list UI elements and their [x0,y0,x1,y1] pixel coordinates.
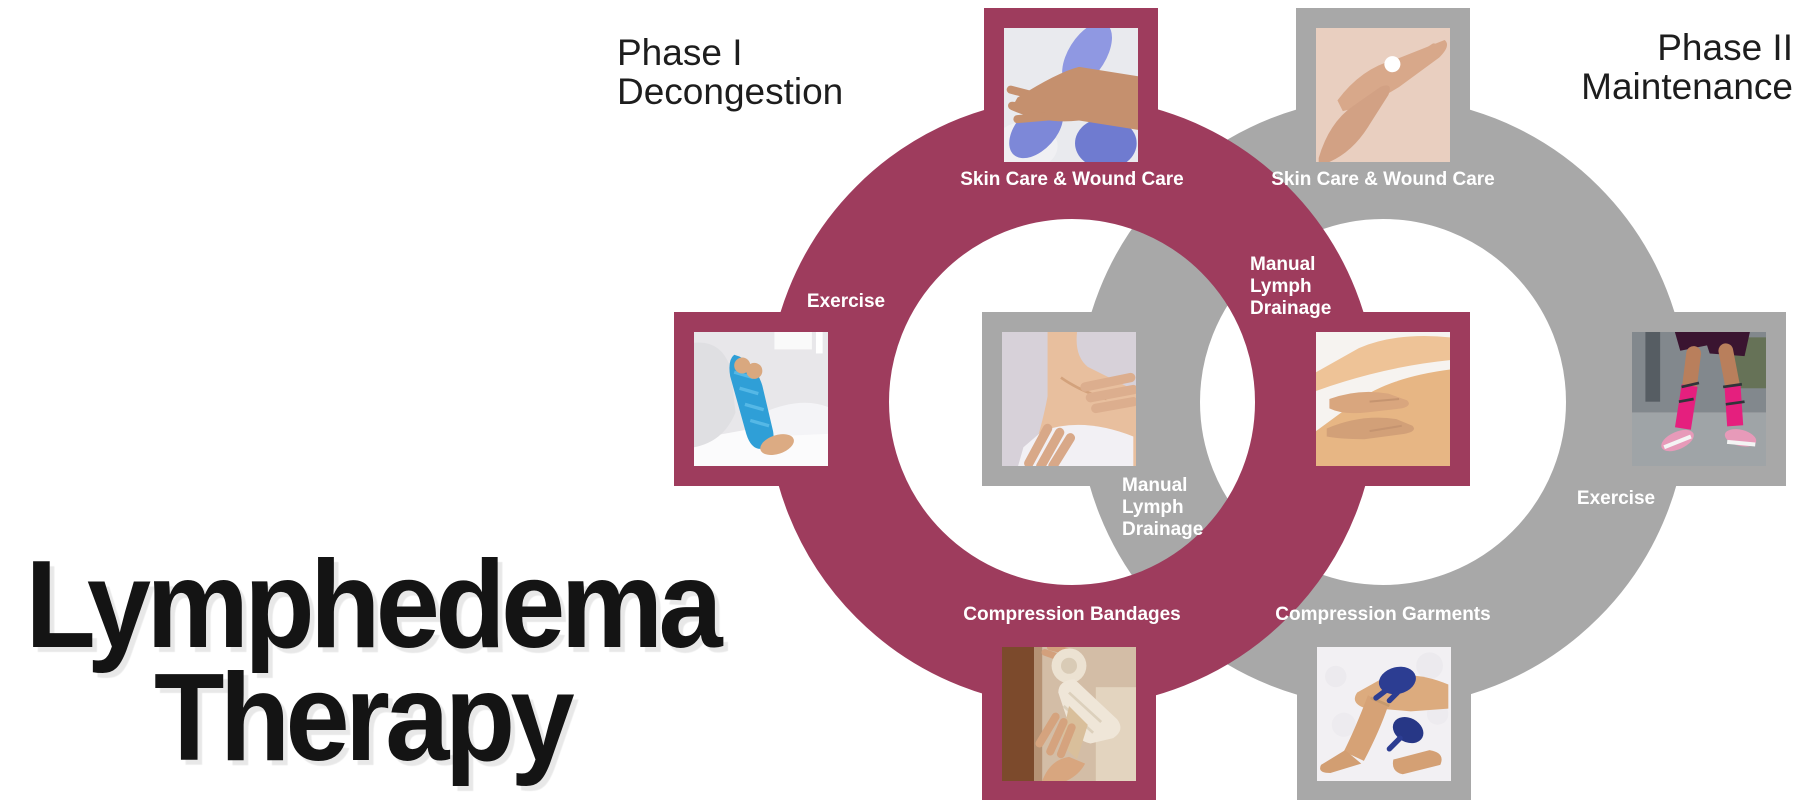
phase1-skin-care-item [984,8,1158,182]
phase1-mld-label: Manual Lymph Drainage [1250,254,1332,319]
phase1-subtitle: Decongestion [617,71,844,113]
phase2-exercise-label: Exercise [1576,488,1656,509]
phase2-subtitle: Maintenance [1581,66,1793,108]
phase1-name: Phase I [617,32,743,73]
phase1-mld-item [1296,312,1470,486]
phase1-exercise-item [674,312,848,486]
phase2-exercise-photo [1632,332,1766,466]
phase1-exercise-label: Exercise [806,291,886,312]
phase1-compression-label: Compression Bandages [963,604,1181,625]
phase2-skin-care-item [1296,8,1470,182]
phase1-exercise-photo [694,332,828,466]
phase1-skin-care-label: Skin Care & Wound Care [960,169,1184,190]
phase2-skin-care-photo [1316,28,1450,162]
phase1-compression-photo [1002,647,1136,781]
phase1-compression-item [982,627,1156,800]
phase2-compression-item [1297,627,1471,800]
page-title-line1: Lymphedema [25,536,722,674]
phase2-mld-item [982,312,1156,486]
phase2-name: Phase II [1657,27,1793,68]
page-title-line2: Therapy [153,649,575,787]
page-title: Lymphedema Therapy [25,536,722,787]
phase2-mld-label: Manual Lymph Drainage [1122,475,1204,540]
phase2-heading: Phase II Maintenance [1581,27,1793,108]
phase1-heading: Phase I Decongestion [617,32,844,113]
phase1-skin-care-photo [1004,28,1138,162]
phase2-mld-photo [1002,332,1136,466]
phase2-exercise-item [1612,312,1786,486]
phase2-compression-photo [1317,647,1451,781]
phase2-skin-care-label: Skin Care & Wound Care [1271,169,1495,190]
phase2-compression-label: Compression Garments [1275,604,1491,625]
phase1-mld-photo [1316,332,1450,466]
